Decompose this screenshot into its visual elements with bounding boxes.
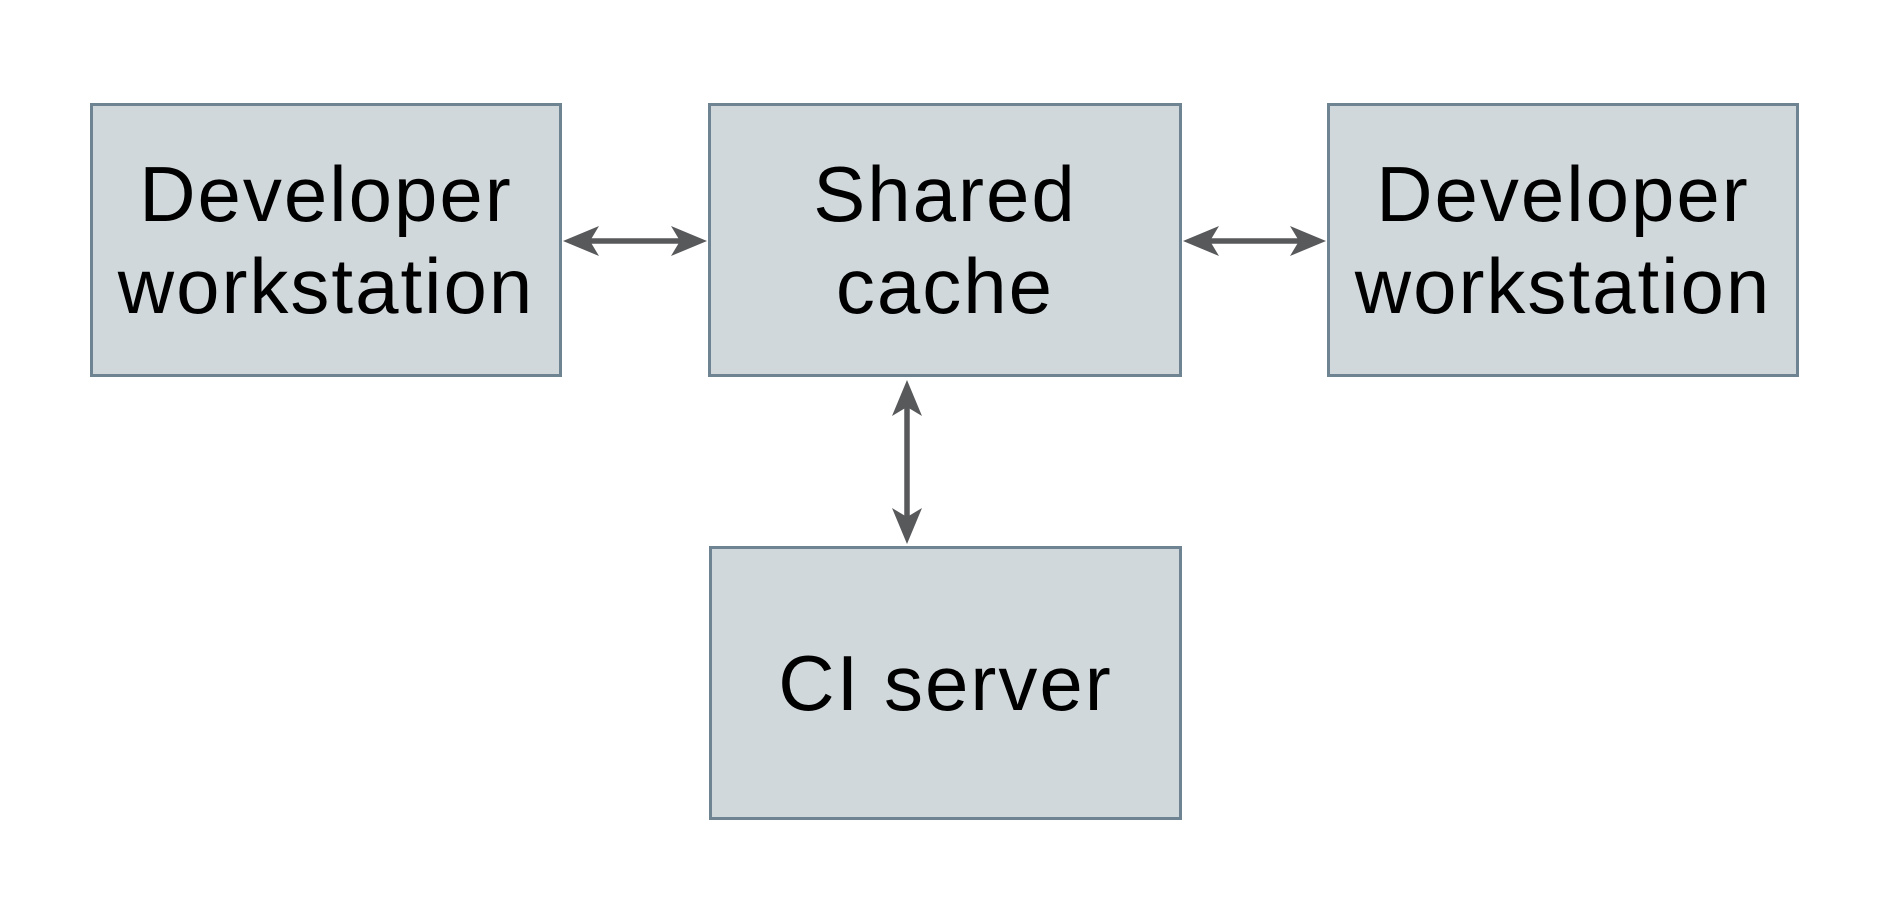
arrowhead-left-icon: [563, 226, 599, 256]
node-developer-workstation-left: Developer workstation: [90, 103, 562, 377]
arrowhead-right-icon: [671, 226, 707, 256]
node-shared-cache: Shared cache: [708, 103, 1182, 377]
node-developer-workstation-right: Developer workstation: [1327, 103, 1799, 377]
arrowhead-down-icon: [892, 508, 922, 544]
arrow-shared-dev-right-bidirectional: [1183, 226, 1326, 256]
node-ci-server: CI server: [709, 546, 1182, 820]
arrow-dev-left-shared-bidirectional: [563, 226, 707, 256]
arrow-shared-ci-bidirectional: [892, 380, 922, 544]
arrowhead-up-icon: [892, 380, 922, 416]
arrowhead-left-icon: [1183, 226, 1219, 256]
arrowhead-right-icon: [1290, 226, 1326, 256]
